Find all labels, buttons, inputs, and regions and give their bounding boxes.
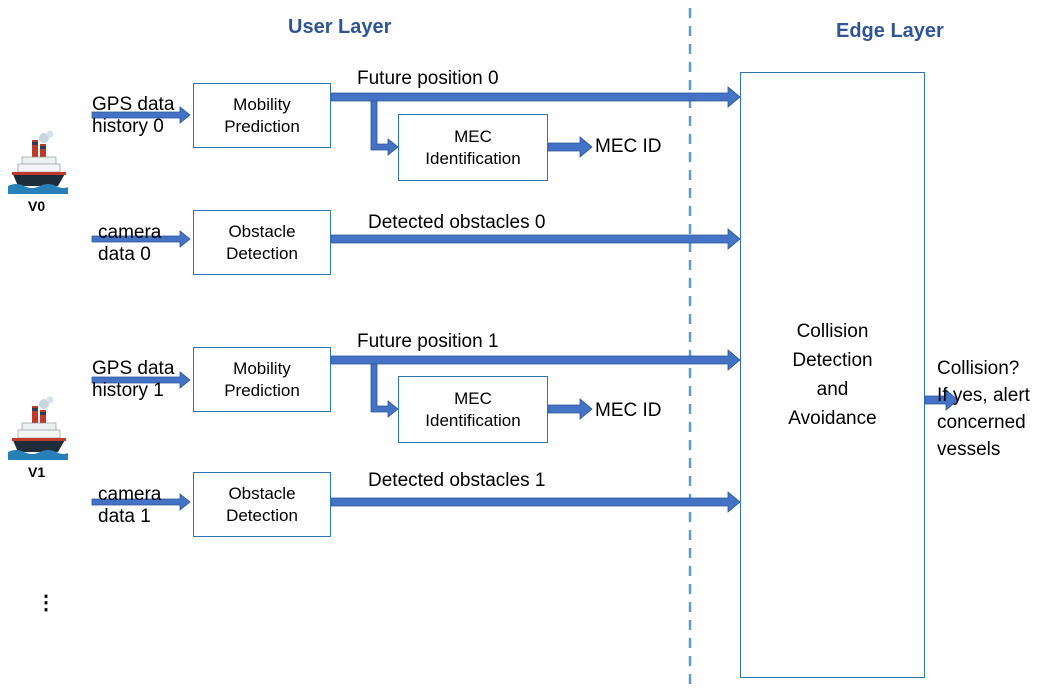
collision-detection-box: Collision Detection and Avoidance bbox=[740, 72, 925, 678]
gps-data-input: GPS data history 1 bbox=[92, 358, 175, 401]
future-position-arrow bbox=[330, 86, 741, 108]
more-vessels-ellipsis: ⋮ bbox=[36, 592, 56, 614]
mec-branch-arrow bbox=[370, 100, 399, 156]
collision-output-label: Collision? If yes, alert concerned vesse… bbox=[937, 358, 1030, 460]
collision-output-arrow bbox=[924, 389, 959, 411]
edge-layer-title: Edge Layer bbox=[836, 20, 944, 42]
detected-obstacles-arrow bbox=[330, 228, 741, 250]
ship-icon bbox=[8, 130, 70, 199]
user-layer-title: User Layer bbox=[288, 16, 392, 38]
obstacle-detection-box: Obstacle Detection bbox=[193, 472, 331, 537]
mec-id-arrow bbox=[547, 398, 593, 420]
detected-obstacles-arrow bbox=[330, 491, 741, 513]
mec-id-output: MEC ID bbox=[595, 136, 662, 157]
obstacle-detection-box: Obstacle Detection bbox=[193, 210, 331, 275]
detected-obstacles-label: Detected obstacles 0 bbox=[368, 212, 546, 233]
mobility-prediction-box: Mobility Prediction bbox=[193, 347, 331, 412]
camera-data-input: camera data 1 bbox=[98, 484, 162, 527]
gps-data-input: GPS data history 0 bbox=[92, 94, 175, 137]
future-position-arrow bbox=[330, 349, 741, 371]
future-position-label: Future position 1 bbox=[357, 331, 499, 352]
gps-input-arrow bbox=[91, 371, 191, 389]
mec-branch-arrow bbox=[370, 363, 399, 418]
mec-id-output: MEC ID bbox=[595, 400, 662, 421]
vessel-label: V0 bbox=[28, 198, 46, 214]
future-position-label: Future position 0 bbox=[357, 68, 499, 89]
mec-id-arrow bbox=[547, 136, 593, 158]
mobility-prediction-box: Mobility Prediction bbox=[193, 83, 331, 148]
camera-data-input: camera data 0 bbox=[98, 222, 162, 265]
vessel-label: V1 bbox=[28, 464, 46, 480]
mec-identification-box: MEC Identification bbox=[398, 376, 548, 443]
mec-identification-box: MEC Identification bbox=[398, 114, 548, 181]
camera-input-arrow bbox=[91, 230, 191, 248]
detected-obstacles-label: Detected obstacles 1 bbox=[368, 470, 546, 491]
ship-icon bbox=[8, 396, 70, 465]
camera-input-arrow bbox=[91, 493, 191, 511]
gps-input-arrow bbox=[91, 106, 191, 124]
